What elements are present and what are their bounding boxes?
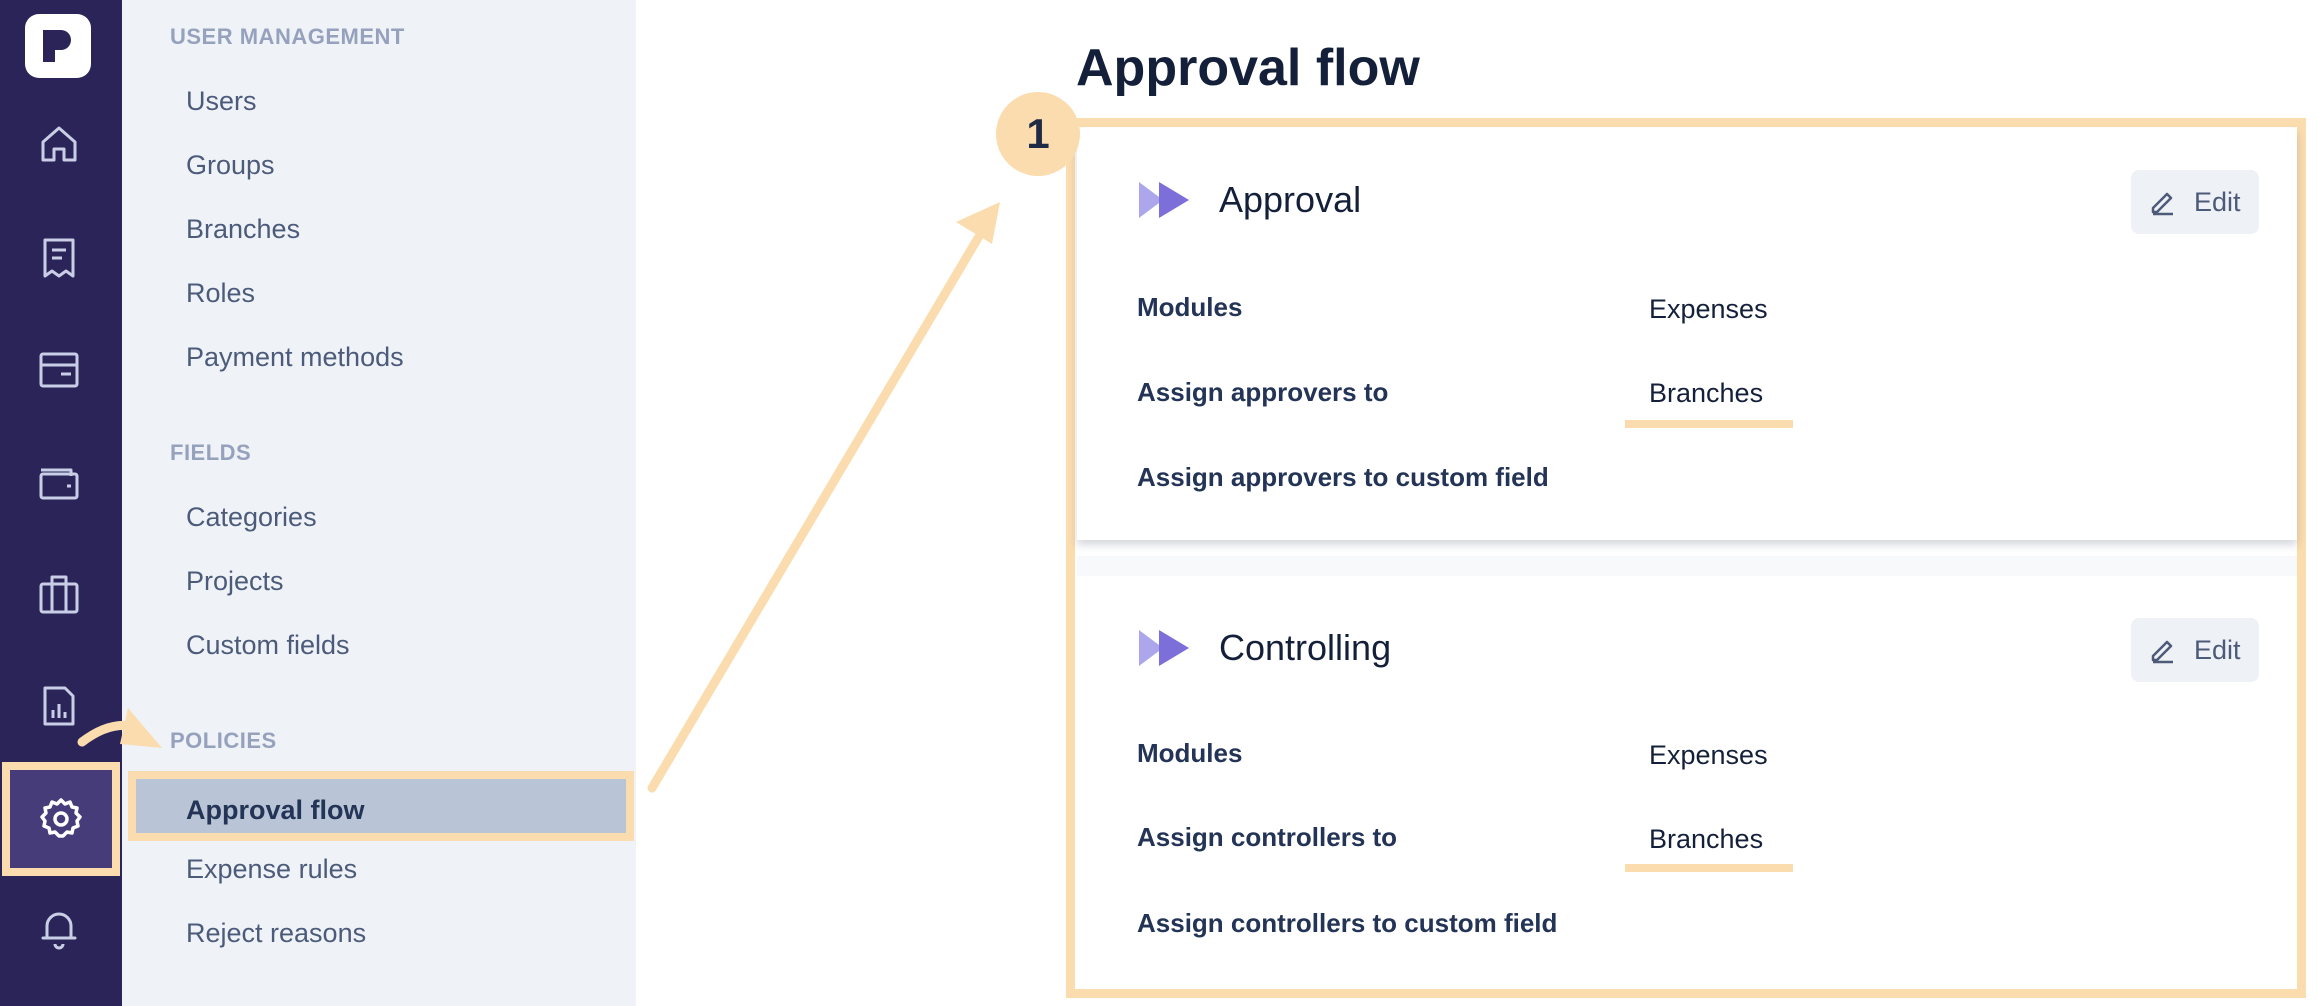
field-label: Assign approvers to custom field — [1137, 462, 1549, 492]
sidebar-item-custom-fields[interactable]: Custom fields — [186, 630, 350, 660]
report-icon[interactable] — [37, 684, 81, 728]
pencil-icon — [2151, 192, 2173, 216]
sidebar-item-users[interactable]: Users — [186, 86, 257, 116]
field-value: Expenses — [1649, 740, 1768, 770]
approval-card: Approval Edit Modules Expenses Assign ap… — [1077, 128, 2297, 540]
sidebar-item-branches[interactable]: Branches — [186, 214, 301, 244]
field-label: Assign controllers to — [1137, 822, 1398, 852]
card-title: Controlling — [1219, 627, 1392, 668]
fast-forward-icon — [1139, 630, 1189, 666]
sidebar-item-payment-methods[interactable]: Payment methods — [186, 342, 404, 372]
edit-button-label: Edit — [2194, 635, 2241, 665]
receipt-icon[interactable] — [37, 236, 81, 280]
settings-rail-item[interactable] — [2, 762, 120, 876]
edit-button[interactable]: Edit — [2131, 170, 2259, 234]
logo-mark-icon — [43, 30, 71, 62]
field-label: Modules — [1137, 292, 1243, 322]
page-title: Approval flow — [1076, 39, 1420, 97]
fast-forward-icon — [1139, 182, 1189, 218]
field-value: Branches — [1649, 378, 1764, 408]
field-label: Modules — [1137, 738, 1243, 768]
icon-rail — [0, 0, 122, 1006]
sidebar-item-groups[interactable]: Groups — [186, 150, 275, 180]
edit-button[interactable]: Edit — [2131, 618, 2259, 682]
pencil-icon — [2151, 640, 2173, 664]
card-divider — [1077, 556, 2297, 576]
annotation-frame — [1066, 118, 2306, 998]
field-value: Expenses — [1649, 294, 1768, 324]
section-user-management: USER MANAGEMENT — [170, 24, 405, 49]
field-value: Branches — [1649, 824, 1764, 854]
field-label: Assign controllers to custom field — [1137, 908, 1558, 938]
step-badge: 1 — [996, 92, 1080, 176]
sidebar-item-categories[interactable]: Categories — [186, 502, 317, 532]
card-icon[interactable] — [37, 348, 81, 392]
sidebar-item-expense-rules[interactable]: Expense rules — [186, 854, 358, 884]
sidebar-item-label: Approval flow — [186, 795, 365, 825]
field-label: Assign approvers to — [1137, 377, 1389, 407]
annotation-arrow-long — [647, 233, 983, 793]
controlling-card: Controlling Edit Modules Expenses Assign… — [1077, 576, 2297, 986]
annotation-arrowhead — [956, 202, 1000, 244]
wallet-icon[interactable] — [37, 460, 81, 504]
sidebar-item-approval-flow[interactable]: Approval flow — [128, 771, 634, 841]
app-logo[interactable] — [25, 14, 91, 78]
value-highlight — [1625, 864, 1793, 872]
section-fields: FIELDS — [170, 440, 252, 465]
briefcase-icon[interactable] — [37, 572, 81, 616]
home-icon[interactable] — [37, 122, 81, 166]
value-highlight — [1625, 420, 1793, 428]
bell-icon[interactable] — [37, 906, 81, 950]
settings-icon — [40, 798, 82, 838]
sidebar-item-roles[interactable]: Roles — [186, 278, 256, 308]
card-title: Approval — [1219, 179, 1362, 220]
sidebar-item-reject-reasons[interactable]: Reject reasons — [186, 918, 367, 948]
sidebar-item-projects[interactable]: Projects — [186, 566, 284, 596]
edit-button-label: Edit — [2194, 187, 2241, 217]
section-policies: POLICIES — [170, 728, 277, 753]
